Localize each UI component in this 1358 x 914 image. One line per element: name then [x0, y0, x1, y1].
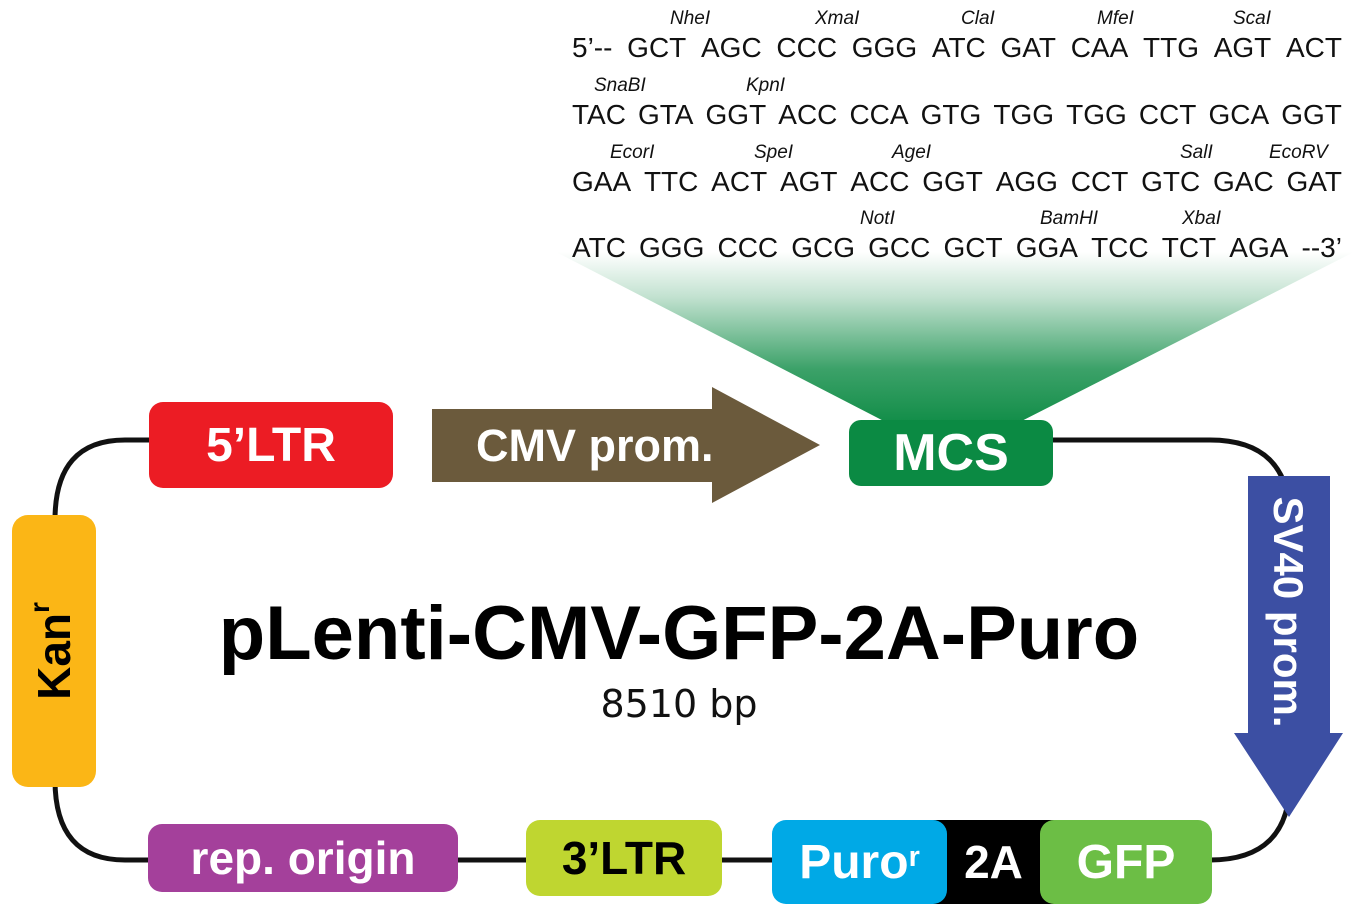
codon: TGG [1066, 99, 1127, 130]
site-label: SnaBI [594, 75, 646, 96]
site-label: NotI [860, 208, 895, 229]
codon: ACT [711, 166, 768, 197]
codon: GCG [791, 232, 856, 263]
feature-label: 2A [964, 836, 1023, 888]
feature-rep-origin: rep. origin [148, 824, 458, 892]
codon: GTA [637, 99, 694, 130]
feature-label: Puro [799, 835, 909, 889]
feature-2a-background [930, 820, 1060, 904]
codon: CCC [717, 232, 779, 263]
codon: TTG [1143, 32, 1199, 63]
feature-3-ltr: 3’LTR [526, 820, 722, 896]
mcs-expansion-fan [556, 252, 1354, 432]
codon: TTC [643, 166, 699, 197]
codon: TAC [572, 99, 626, 130]
codon: CCC [776, 32, 838, 63]
codon: ACC [778, 99, 838, 130]
sequence-row-3: EcorI SpeI AgeI SalI EcoRV GAA TTC ACT A… [572, 142, 1342, 202]
sequence-row-2: SnaBI KpnI TAC GTA GGT ACC CCA GTG TGG T… [572, 75, 1342, 135]
codon: GAT [1000, 32, 1056, 63]
site-label: AgeI [892, 142, 932, 163]
codon: GCT [943, 232, 1003, 263]
site-label: SalI [1180, 142, 1213, 163]
codon: GGT [922, 166, 983, 197]
codon: TGG [993, 99, 1055, 130]
feature-kan-resistance [12, 515, 96, 787]
codon: CCA [849, 99, 909, 130]
feature-label: MCS [893, 424, 1009, 482]
codon: ACC [850, 166, 910, 197]
sv40-promoter-arrow [1234, 476, 1343, 817]
feature-mcs: MCS [849, 420, 1053, 486]
sequence-row-4: NotI BamHI XbaI ATC GGG CCC GCG GCC GCT … [572, 208, 1342, 268]
codon: AGG [995, 166, 1058, 197]
codon: GAA [572, 166, 632, 197]
feature-5-ltr: 5’LTR [149, 402, 393, 488]
site-label: SpeI [754, 142, 794, 163]
feature-superscript: r [908, 841, 920, 874]
codon: GGG [851, 32, 918, 63]
site-label: XmaI [815, 8, 860, 29]
feature-gfp: GFP [1040, 820, 1212, 904]
codon: AGT [1213, 32, 1272, 63]
codon: AGA [1229, 232, 1289, 263]
codon: GCC [868, 232, 931, 263]
site-label: XbaI [1182, 208, 1222, 229]
codon: GGT [1281, 99, 1342, 130]
codon: 5’-- [572, 32, 613, 63]
codon: TCT [1161, 232, 1217, 263]
codon: GGT [705, 99, 767, 130]
feature-label: rep. origin [190, 832, 416, 884]
codon: GAT [1286, 166, 1342, 197]
codon: CAA [1070, 32, 1129, 63]
codon-list: ATC GGG CCC GCG GCC GCT GGA TCC TCT AGA … [572, 232, 1342, 264]
site-label: MfeI [1097, 8, 1134, 29]
codon-list: 5’-- GCT AGC CCC GGG ATC GAT CAA TTG AGT… [572, 32, 1342, 64]
codon: GCT [627, 32, 687, 63]
site-label: EcoRV [1269, 142, 1328, 163]
sequence-row-1: NheI XmaI ClaI MfeI ScaI 5’-- GCT AGC CC… [572, 8, 1342, 68]
codon: GGG [639, 232, 705, 263]
codon: CCT [1070, 166, 1129, 197]
codon: AGC [701, 32, 762, 63]
site-label: NheI [670, 8, 711, 29]
codon: ACT [1286, 32, 1342, 63]
cmv-promoter-arrow [432, 387, 820, 503]
feature-label: CMV prom. [476, 419, 714, 471]
site-label: EcorI [610, 142, 655, 163]
plasmid-name: pLenti-CMV-GFP-2A-Puro [218, 591, 1140, 676]
site-label: ClaI [961, 8, 995, 29]
codon: GCA [1208, 99, 1270, 130]
site-label: KpnI [746, 75, 786, 96]
codon: ATC [931, 32, 986, 63]
feature-label: 3’LTR [561, 832, 687, 884]
feature-label: 5’LTR [206, 418, 336, 472]
codon: TCC [1091, 232, 1149, 263]
codon: --3’ [1301, 232, 1342, 263]
codon: GGA [1015, 232, 1078, 263]
codon: AGT [779, 166, 838, 197]
codon: GTG [920, 99, 982, 130]
codon-list: TAC GTA GGT ACC CCA GTG TGG TGG CCT GCA … [572, 99, 1342, 131]
codon-list: GAA TTC ACT AGT ACC GGT AGG CCT GTC GAC … [572, 166, 1342, 198]
site-label: BamHI [1040, 208, 1099, 229]
codon: GTC [1141, 166, 1201, 197]
site-label: ScaI [1233, 8, 1272, 29]
feature-label: GFP [1076, 835, 1176, 889]
codon: CCT [1138, 99, 1197, 130]
feature-2a: 2A [947, 820, 1040, 904]
codon: ATC [572, 232, 626, 263]
plasmid-size: 8510 bp [600, 682, 758, 726]
feature-cmv-promoter: CMV prom. [432, 409, 777, 482]
codon: GAC [1213, 166, 1274, 197]
